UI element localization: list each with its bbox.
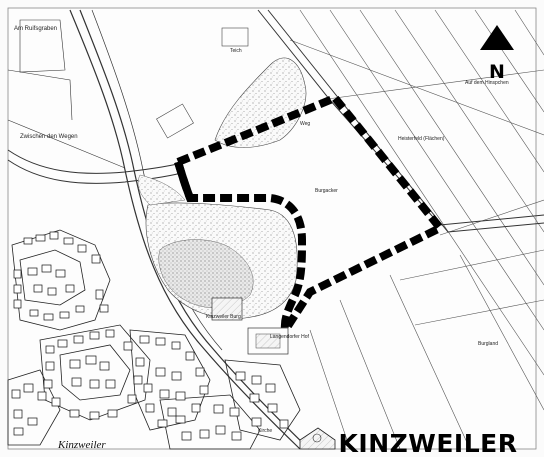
label-langendorfer-hof: Langendorfer Hof <box>270 334 310 340</box>
label-heistertal: Heisterfeld (Flächen) <box>398 136 445 142</box>
label-am-ruifsgraben: Am Ruifsgraben <box>14 26 57 32</box>
field-lines <box>289 9 544 450</box>
left-road <box>7 19 186 184</box>
north-label: N <box>489 61 505 83</box>
label-weg: Weg <box>300 121 310 127</box>
building-top <box>221 27 249 47</box>
label-burgland: Burgland <box>478 341 498 347</box>
label-zwischen-den-wegen: Zwischen den Wegen <box>20 134 78 140</box>
hof-inner <box>255 333 281 349</box>
building-upper-left <box>156 103 194 139</box>
north-arrow-icon <box>480 25 514 50</box>
village-blocks <box>7 229 301 450</box>
project-boundary <box>174 93 447 331</box>
hof-building <box>247 327 289 355</box>
label-kirche: Kirche <box>258 428 272 434</box>
label-auf-dem-hinspchen: Auf dem Hinspchen <box>465 80 509 86</box>
central-lake <box>158 239 254 309</box>
label-teich: Teich <box>230 48 242 54</box>
lower-green <box>137 174 186 206</box>
label-kinzweiler-burg: Kinzweiler Burg <box>206 314 241 320</box>
label-kinzweiler-village: Kinzweiler <box>57 439 106 451</box>
burg-building <box>211 297 243 321</box>
upper-bushland <box>214 57 307 148</box>
map-title: KINZWEILER <box>339 429 518 457</box>
label-burgacker: Burgacker <box>315 188 338 194</box>
church <box>299 427 336 450</box>
village-houses <box>11 231 289 441</box>
